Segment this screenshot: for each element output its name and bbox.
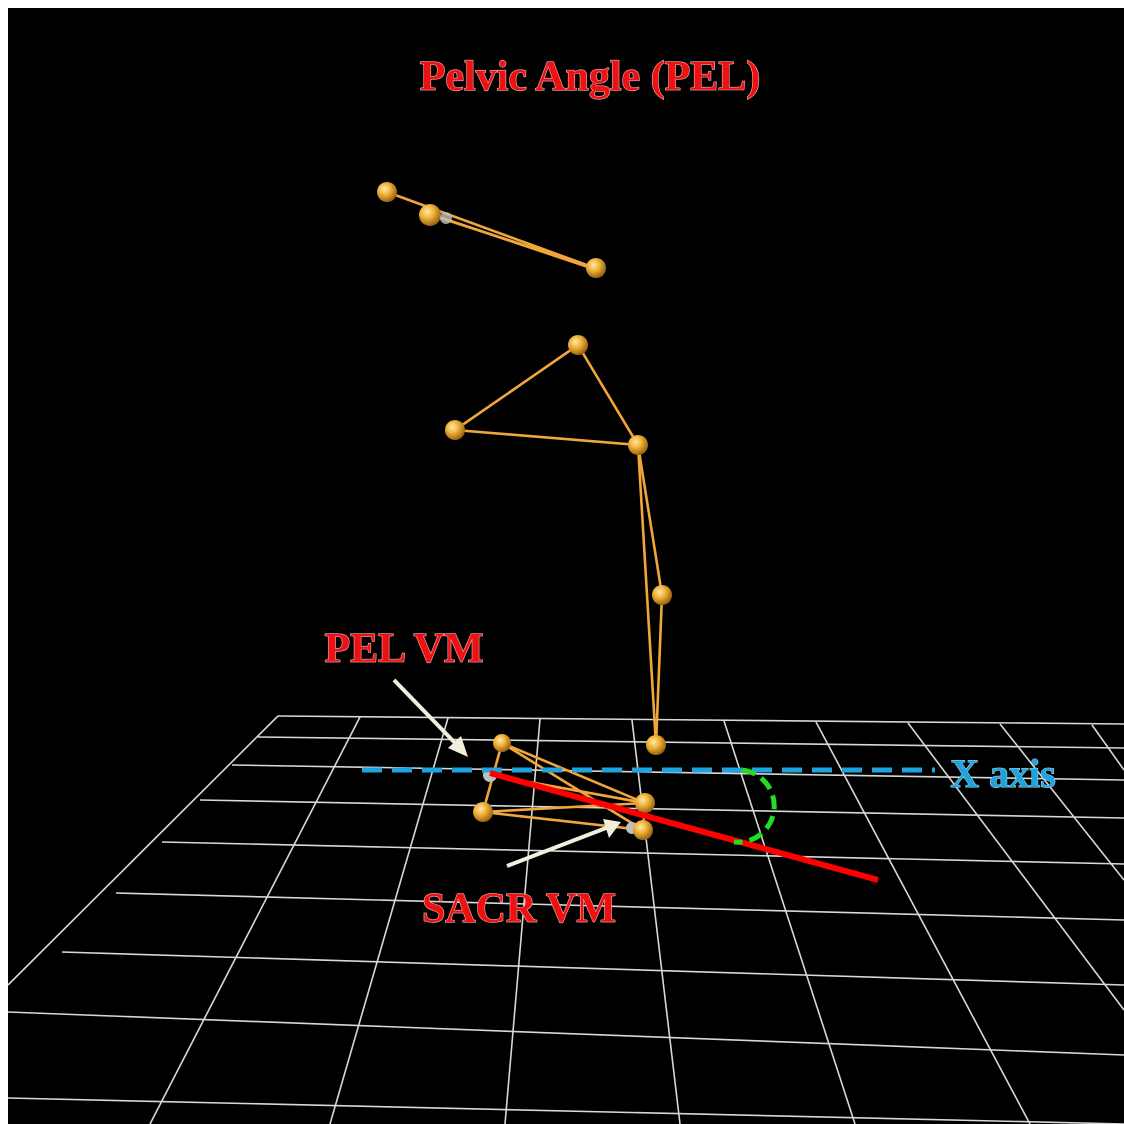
pel-vm-arrow xyxy=(392,678,468,757)
pel-vm-label: PEL VM xyxy=(324,626,483,672)
marker-head-right xyxy=(586,258,606,278)
x-axis-label: X axis xyxy=(950,751,1056,796)
marker-hip xyxy=(628,435,648,455)
marker-shoulder xyxy=(568,335,588,355)
markers xyxy=(377,182,672,840)
marker-elbow xyxy=(445,420,465,440)
marker-knee xyxy=(652,585,672,605)
skeleton-segments xyxy=(385,190,664,832)
viewport-background xyxy=(8,8,1124,1124)
pelvic-line xyxy=(489,770,879,883)
floor-grid xyxy=(7,715,1124,1124)
marker-pelvis-left xyxy=(473,802,493,822)
marker-pelvis-right xyxy=(635,793,655,813)
marker-pelvis-back xyxy=(633,820,653,840)
marker-ankle xyxy=(646,735,666,755)
marker-head-center-ghost xyxy=(440,212,452,224)
marker-head-left xyxy=(377,182,397,202)
marker-head-center xyxy=(419,204,441,226)
figure-title: Pelvic Angle (PEL) xyxy=(420,54,761,100)
marker-pelvis-front xyxy=(493,734,511,752)
angle-arc xyxy=(733,767,777,845)
sacr-vm-arrow xyxy=(506,819,621,868)
sacr-vm-label: SACR VM xyxy=(422,886,616,932)
